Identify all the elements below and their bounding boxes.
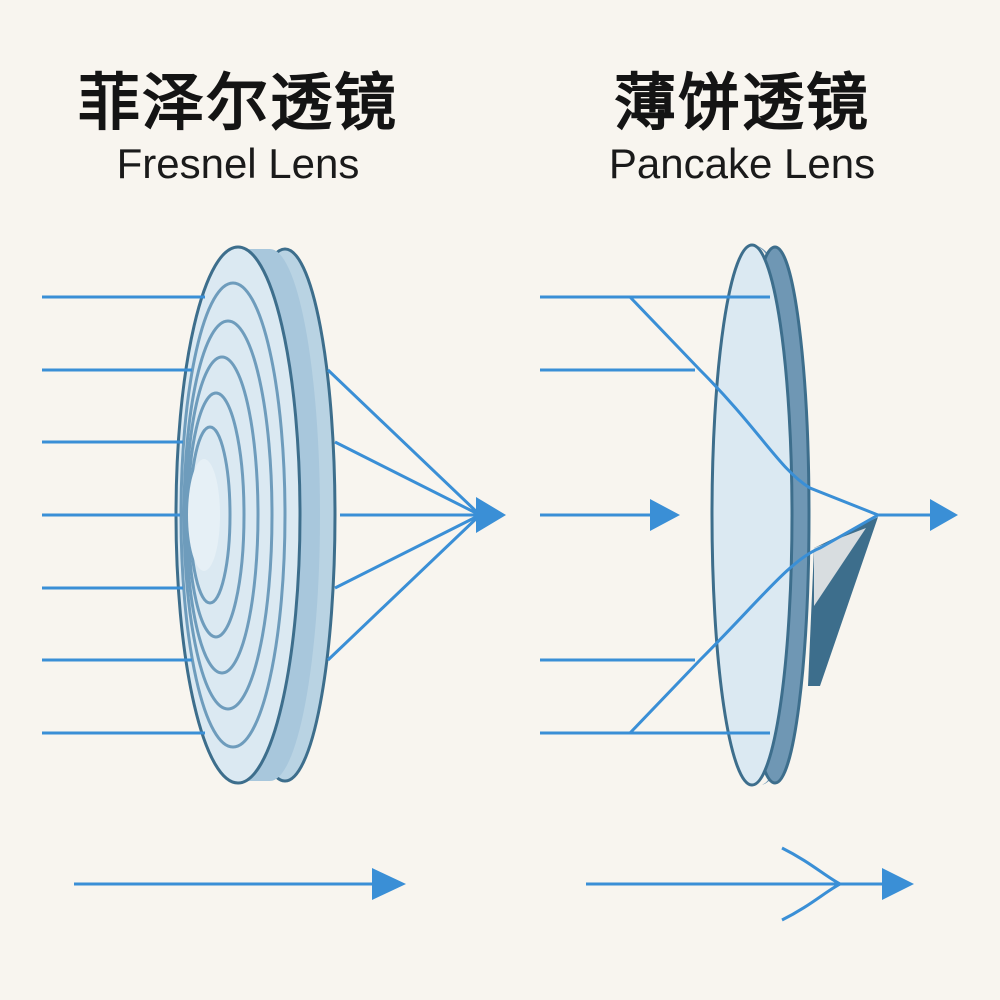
pancake-reflector-highlight [814, 528, 866, 606]
fresnel-center [188, 459, 220, 571]
fresnel-ring [182, 319, 274, 711]
fresnel-ring [179, 281, 287, 749]
fresnel-ray-out [334, 513, 481, 590]
pancake-lens-front [710, 243, 794, 787]
pancake-out-arrow [930, 499, 958, 531]
pancake-title-en: Pancake Lens [608, 140, 876, 187]
pancake-incoming-rays [540, 295, 770, 735]
fresnel-title-en: Fresnel Lens [116, 140, 360, 187]
pancake-center-arrow [540, 499, 680, 531]
fresnel-bottom-arrow [74, 868, 406, 900]
pancake-bottom-arrowhead [882, 868, 914, 900]
pancake-fold-path [628, 295, 879, 517]
pancake-fold-path [628, 513, 879, 735]
pancake-panel: 薄饼透镜 Pancake Lens [500, 0, 1000, 1000]
fresnel-converging-rays [326, 368, 482, 662]
fresnel-lens [174, 245, 337, 785]
fresnel-incoming-rays [42, 295, 205, 735]
fresnel-panel: 菲泽尔透镜 Fresnel Lens [77, 66, 398, 187]
fresnel-ray-out [326, 368, 482, 517]
pancake-lens [710, 243, 878, 787]
fresnel-rings [179, 281, 287, 749]
fresnel-title-cn: 菲泽尔透镜 [77, 66, 398, 139]
pancake-folded-rays [628, 295, 935, 735]
fresnel-ray-out [334, 440, 481, 517]
fresnel-focus-arrow [476, 497, 506, 533]
pancake-bottom-arrow [586, 846, 890, 922]
pancake-title-cn: 薄饼透镜 [613, 66, 870, 139]
fresnel-ring [184, 355, 260, 675]
fresnel-ray-out [326, 513, 482, 662]
